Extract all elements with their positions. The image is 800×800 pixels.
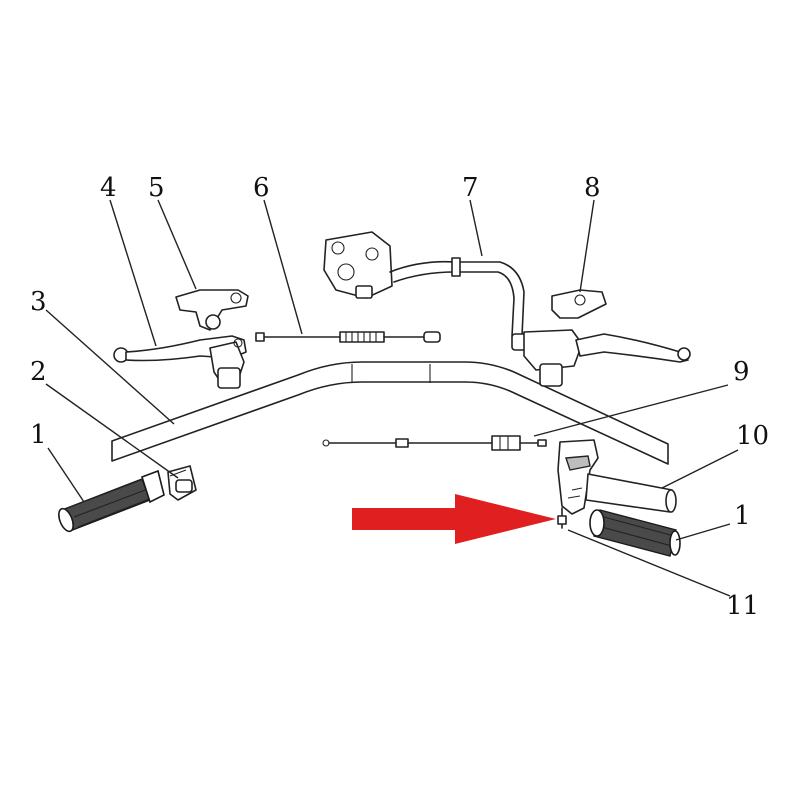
lever-bracket: [175, 289, 249, 331]
callout-labels: 1 2 3 4 5 6 7 8 9 10 1 11: [30, 173, 769, 621]
callout-4: 4: [100, 173, 117, 203]
brake-caliper-hose: [323, 231, 525, 337]
throttle-cable: [322, 435, 547, 451]
callout-10: 10: [736, 421, 769, 451]
brake-master-cylinder: [511, 289, 691, 387]
callout-6: 6: [253, 173, 270, 203]
red-pointer-arrow: [352, 494, 556, 544]
callout-8: 8: [584, 173, 601, 203]
callout-2: 2: [30, 357, 47, 387]
callout-9: 9: [733, 357, 750, 387]
throttle-housing: [557, 439, 677, 515]
callout-7: 7: [462, 173, 479, 203]
handlebar: [111, 361, 669, 465]
callout-5: 5: [148, 173, 165, 203]
switch-clamp: [167, 465, 197, 501]
leader-lines: [45, 199, 739, 597]
callout-1-right: 1: [734, 501, 751, 531]
right-grip: [589, 509, 681, 557]
callout-11: 11: [726, 591, 759, 621]
clutch-cable: [255, 331, 441, 343]
left-grip: [58, 469, 165, 533]
clutch-lever: [113, 335, 247, 389]
throttle-screw: [557, 507, 567, 529]
callout-3: 3: [30, 287, 47, 317]
callout-1-left: 1: [30, 420, 47, 450]
